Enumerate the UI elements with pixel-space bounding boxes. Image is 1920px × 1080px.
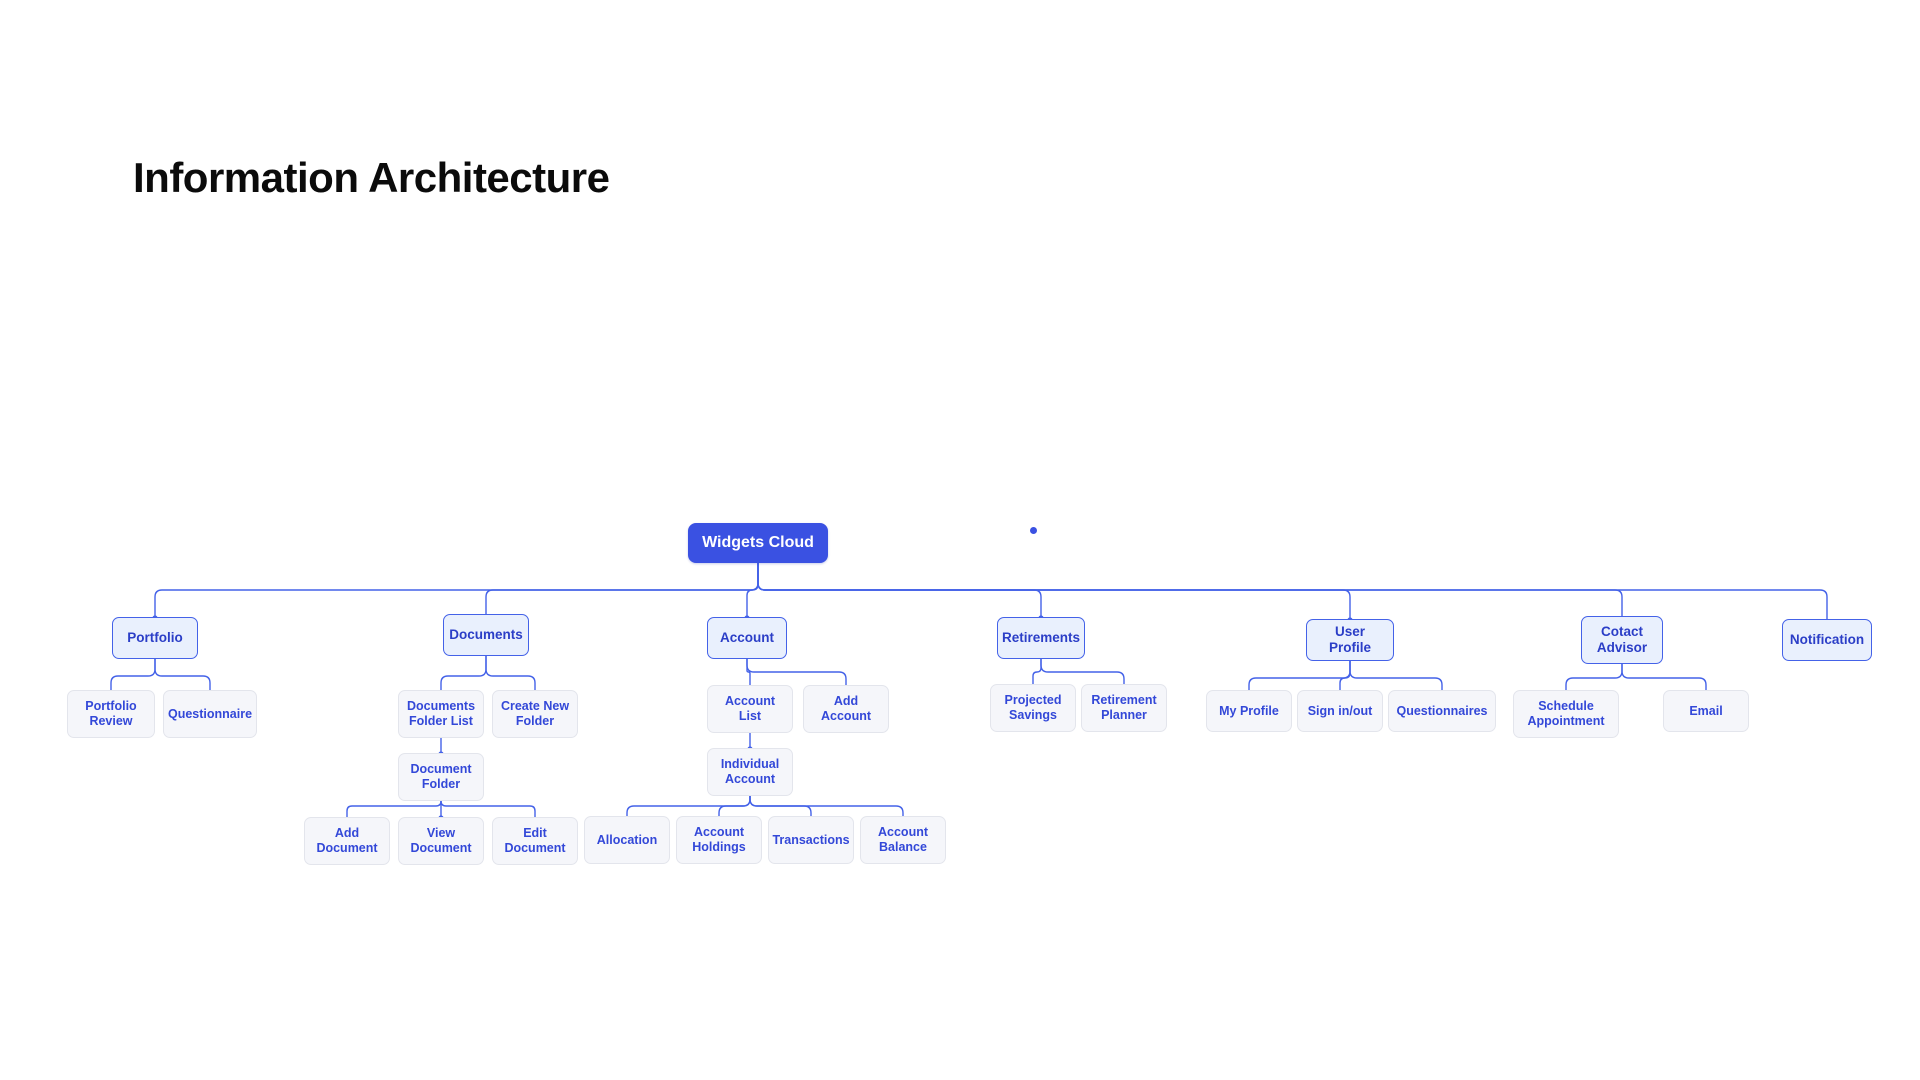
node-account[interactable]: Account: [707, 617, 787, 659]
page-title: Information Architecture: [133, 154, 610, 201]
node-transactions[interactable]: Transactions: [768, 816, 854, 864]
node-sign-in-out[interactable]: Sign in/out: [1297, 690, 1383, 732]
node-add-document[interactable]: Add Document: [304, 817, 390, 865]
node-projected-savings[interactable]: Projected Savings: [990, 684, 1076, 732]
node-retirement-planner[interactable]: Retirement Planner: [1081, 684, 1167, 732]
stray-dot-marker: [1030, 527, 1037, 534]
node-userprofile[interactable]: User Profile: [1306, 619, 1394, 661]
node-email[interactable]: Email: [1663, 690, 1749, 732]
node-add-account[interactable]: Add Account: [803, 685, 889, 733]
node-portfolio[interactable]: Portfolio: [112, 617, 198, 659]
node-questionnaires[interactable]: Questionnaires: [1388, 690, 1496, 732]
node-account-list[interactable]: Account List: [707, 685, 793, 733]
node-individual-account[interactable]: Individual Account: [707, 748, 793, 796]
node-create-new-folder[interactable]: Create New Folder: [492, 690, 578, 738]
node-allocation[interactable]: Allocation: [584, 816, 670, 864]
node-root[interactable]: Widgets Cloud: [688, 523, 828, 563]
node-my-profile[interactable]: My Profile: [1206, 690, 1292, 732]
node-notification[interactable]: Notification: [1782, 619, 1872, 661]
node-account-balance[interactable]: Account Balance: [860, 816, 946, 864]
node-document-folder[interactable]: Document Folder: [398, 753, 484, 801]
node-documents-folder-list[interactable]: Documents Folder List: [398, 690, 484, 738]
node-questionnaire[interactable]: Questionnaire: [163, 690, 257, 738]
node-edit-document[interactable]: Edit Document: [492, 817, 578, 865]
node-schedule-appointment[interactable]: Schedule Appointment: [1513, 690, 1619, 738]
node-documents[interactable]: Documents: [443, 614, 529, 656]
node-retirements[interactable]: Retirements: [997, 617, 1085, 659]
node-view-document[interactable]: View Document: [398, 817, 484, 865]
node-portfolio-review[interactable]: Portfolio Review: [67, 690, 155, 738]
node-cotact[interactable]: Cotact Advisor: [1581, 616, 1663, 664]
node-account-holdings[interactable]: Account Holdings: [676, 816, 762, 864]
